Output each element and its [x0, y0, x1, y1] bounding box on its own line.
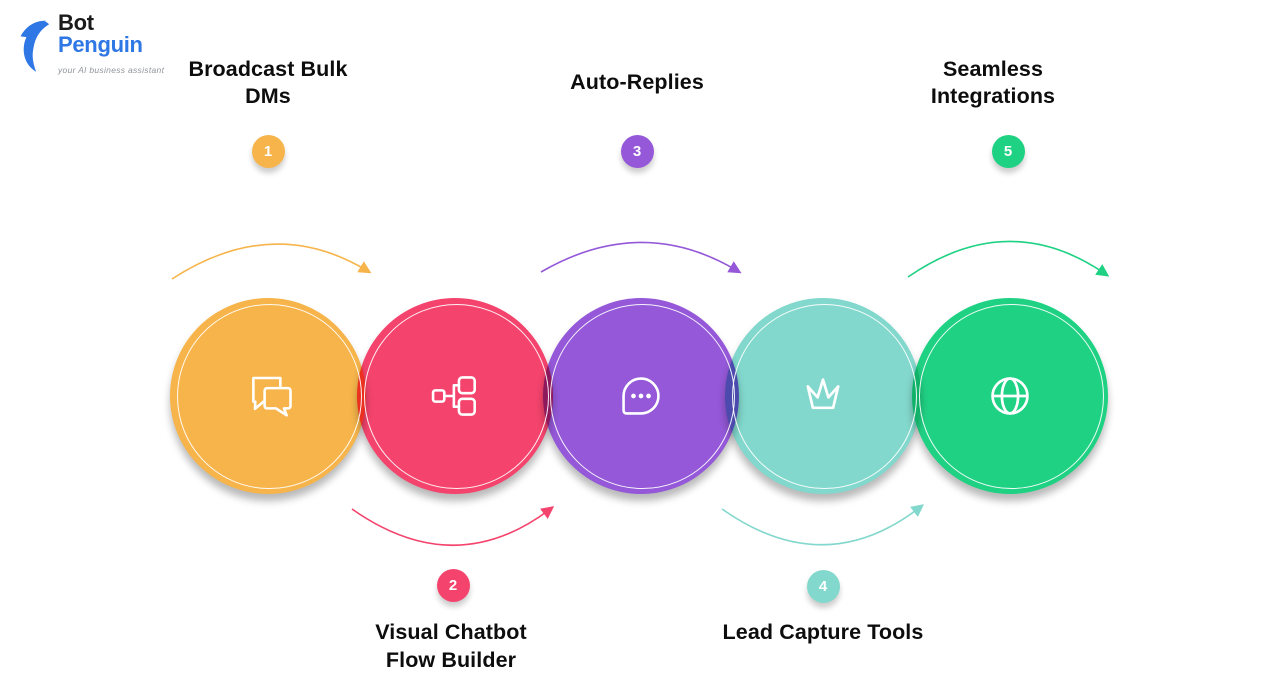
crown-icon [806, 378, 840, 410]
label-line: Flow Builder [385, 647, 517, 672]
arrow-step-5 [907, 240, 1110, 278]
label-line: Broadcast Bulk [188, 56, 348, 81]
step-badge-2: 2 [436, 568, 470, 602]
step-ring-4 [731, 304, 917, 489]
label-line: Integrations [930, 84, 1056, 108]
step-badge-3: 3 [620, 134, 654, 168]
label-line: Lead Capture Tools [722, 620, 924, 644]
arrow-step-1 [171, 243, 372, 280]
badge-number: 4 [818, 577, 828, 595]
arrow-step-2 [351, 506, 555, 547]
botpenguin-logo: Bot Penguin your AI business assistant [18, 12, 164, 81]
logo-text-bot: Bot [58, 10, 94, 35]
badge-number: 1 [263, 142, 273, 160]
step-label-1: Broadcast Bulk DMs [118, 53, 418, 113]
penguin-logo-icon [20, 20, 50, 72]
step-badge-5: 5 [991, 134, 1025, 168]
flowchart-icon [431, 376, 476, 416]
step-badge-4: 4 [806, 569, 840, 603]
chat-dots-icon [622, 377, 660, 415]
step-ring-1 [176, 304, 362, 489]
badge-number: 2 [448, 576, 458, 594]
label-line: DMs [245, 84, 291, 108]
badge-number: 5 [1003, 142, 1013, 160]
arrow-step-4 [721, 504, 925, 546]
badge-number: 3 [632, 142, 642, 160]
step-badge-1: 1 [251, 134, 285, 168]
step-label-3: Auto-Replies [487, 53, 787, 113]
logo-tagline: your AI business assistant [58, 65, 165, 75]
label-line: Visual Chatbot [375, 620, 527, 644]
step-ring-5 [918, 304, 1104, 489]
chat-bubbles-icon [252, 376, 292, 417]
label-line: Auto-Replies [570, 70, 704, 95]
step-ring-2 [363, 304, 549, 489]
globe-icon [991, 377, 1029, 415]
step-label-4: Lead Capture Tools [673, 619, 973, 679]
step-label-2: Visual Chatbot Flow Builder [301, 619, 601, 679]
step-label-5: Seamless Integrations [843, 53, 1143, 113]
logo-text-penguin: Penguin [58, 32, 143, 57]
label-line: Seamless [942, 56, 1044, 81]
arrow-step-3 [540, 241, 742, 274]
